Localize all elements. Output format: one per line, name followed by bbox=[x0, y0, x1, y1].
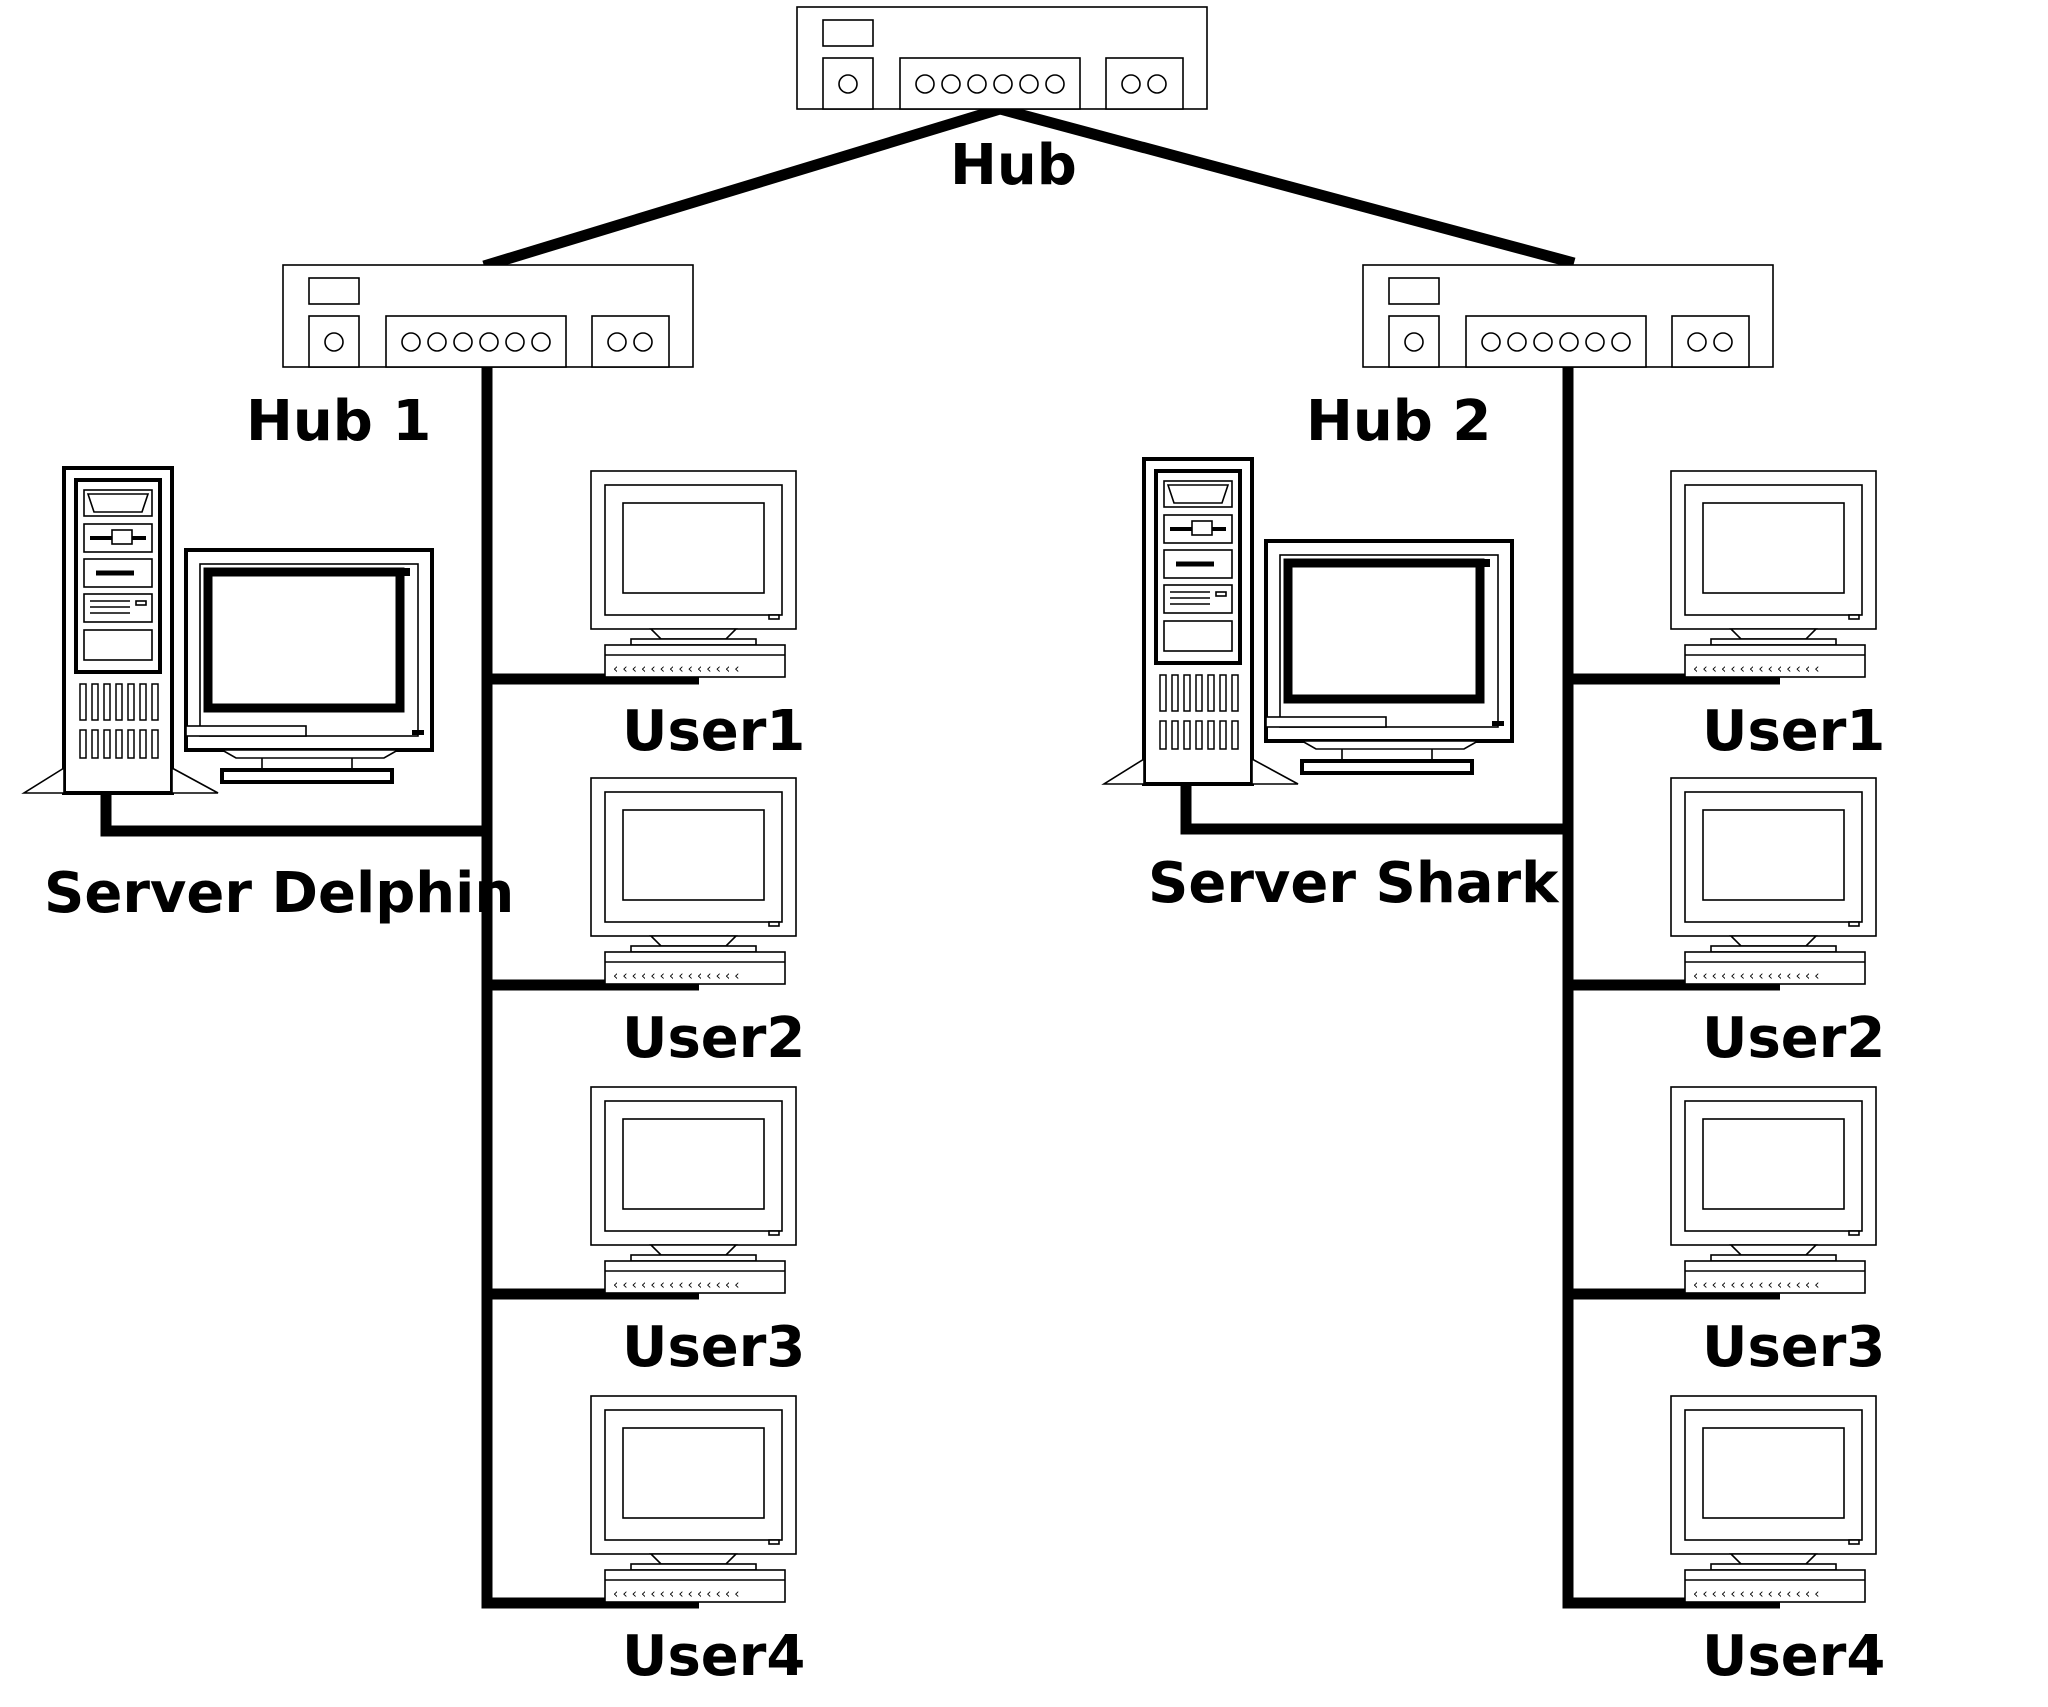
hub-1-label: Hub 1 bbox=[246, 389, 431, 454]
workstation-hub1-user4 bbox=[590, 1395, 797, 1603]
workstation-hub2-user3 bbox=[1670, 1086, 1877, 1294]
drop-hub1-server bbox=[100, 794, 487, 837]
user-label: User3 bbox=[1702, 1315, 1885, 1380]
server-shark-label: Server Shark bbox=[1148, 851, 1560, 916]
server-delphin-label: Server Delphin bbox=[44, 861, 514, 926]
workstation-hub2-user1 bbox=[1670, 470, 1877, 678]
hub-1 bbox=[282, 264, 694, 368]
hub-top-label: Hub bbox=[950, 133, 1077, 198]
hub-2 bbox=[1362, 264, 1774, 368]
workstation-hub1-user3 bbox=[590, 1086, 797, 1294]
workstation-hub2-user4 bbox=[1670, 1395, 1877, 1603]
uplink-hub-to-hub1 bbox=[482, 103, 1002, 272]
uplink-hub-to-hub2 bbox=[998, 103, 1576, 269]
user-label: User1 bbox=[622, 699, 805, 764]
drop-hub2-server bbox=[1180, 783, 1568, 835]
hub-top bbox=[796, 6, 1208, 110]
workstation-hub1-user2 bbox=[590, 777, 797, 985]
cables bbox=[100, 103, 1780, 1609]
hub-2-label: Hub 2 bbox=[1306, 389, 1491, 454]
workstation-hub2-user2 bbox=[1670, 777, 1877, 985]
user-label: User4 bbox=[622, 1624, 805, 1689]
server-delphin bbox=[24, 468, 432, 793]
user-label: User2 bbox=[1702, 1006, 1885, 1071]
user-label: User4 bbox=[1702, 1624, 1885, 1689]
user-label: User3 bbox=[622, 1315, 805, 1380]
trunk-hub1 bbox=[481, 362, 699, 1609]
user-label: User1 bbox=[1702, 699, 1885, 764]
trunk-hub2 bbox=[1562, 366, 1780, 1609]
user-label: User2 bbox=[622, 1006, 805, 1071]
workstation-hub1-user1 bbox=[590, 470, 797, 678]
server-shark bbox=[1104, 459, 1512, 784]
